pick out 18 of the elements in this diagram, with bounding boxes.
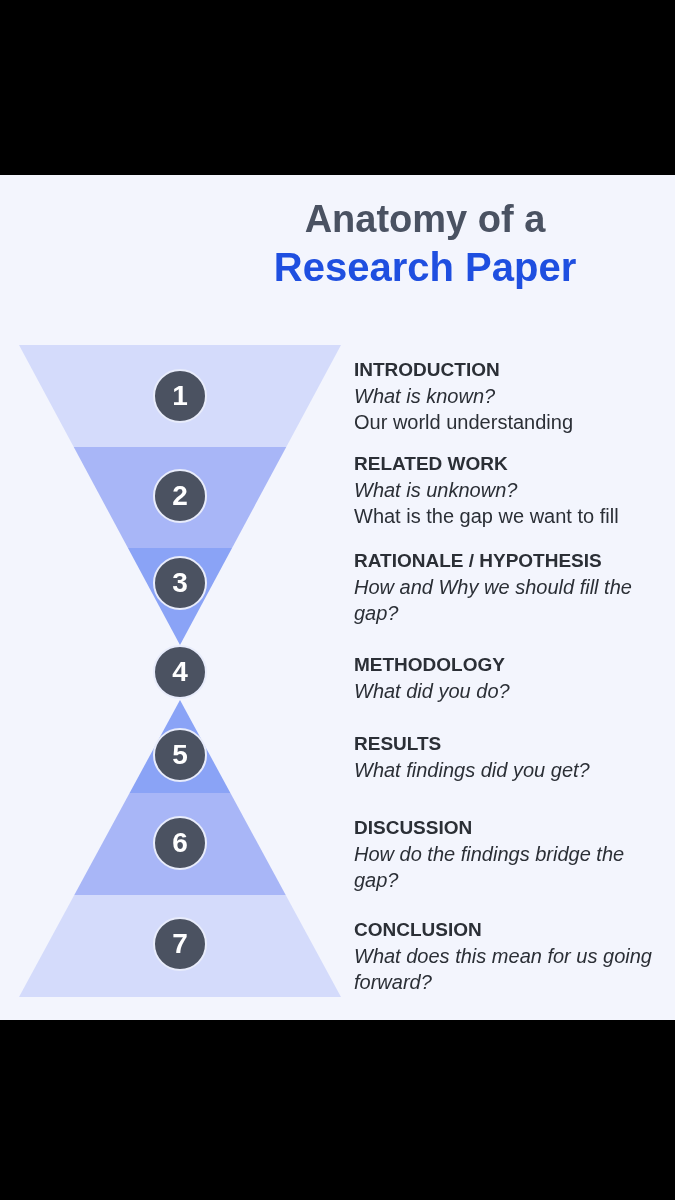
section-heading: METHODOLOGY <box>354 653 506 677</box>
section-heading: CONCLUSION <box>354 918 483 942</box>
section-question: How and Why we should fill the gap? <box>354 575 633 626</box>
title: Anatomy of a Research Paper <box>272 197 578 291</box>
section-heading: INTRODUCTION <box>354 358 501 382</box>
section-question: What did you do? <box>354 679 511 704</box>
section-question: What is known? <box>354 384 497 409</box>
section-heading: RESULTS <box>354 732 443 756</box>
section-question: How do the findings bridge the gap? <box>354 842 626 893</box>
section-heading: DISCUSSION <box>354 816 474 840</box>
section-question: What does this mean for us going forward? <box>354 944 653 995</box>
section-heading: RATIONALE / HYPOTHESIS <box>354 549 603 573</box>
section-description: What is the gap we want to fill <box>354 504 620 529</box>
number-circle: 4 <box>153 645 207 699</box>
section-heading: RELATED WORK <box>354 452 509 476</box>
section-description: Our world understanding <box>354 410 574 435</box>
section-question: What is unknown? <box>354 478 519 503</box>
section-question: What findings did you get? <box>354 758 591 783</box>
